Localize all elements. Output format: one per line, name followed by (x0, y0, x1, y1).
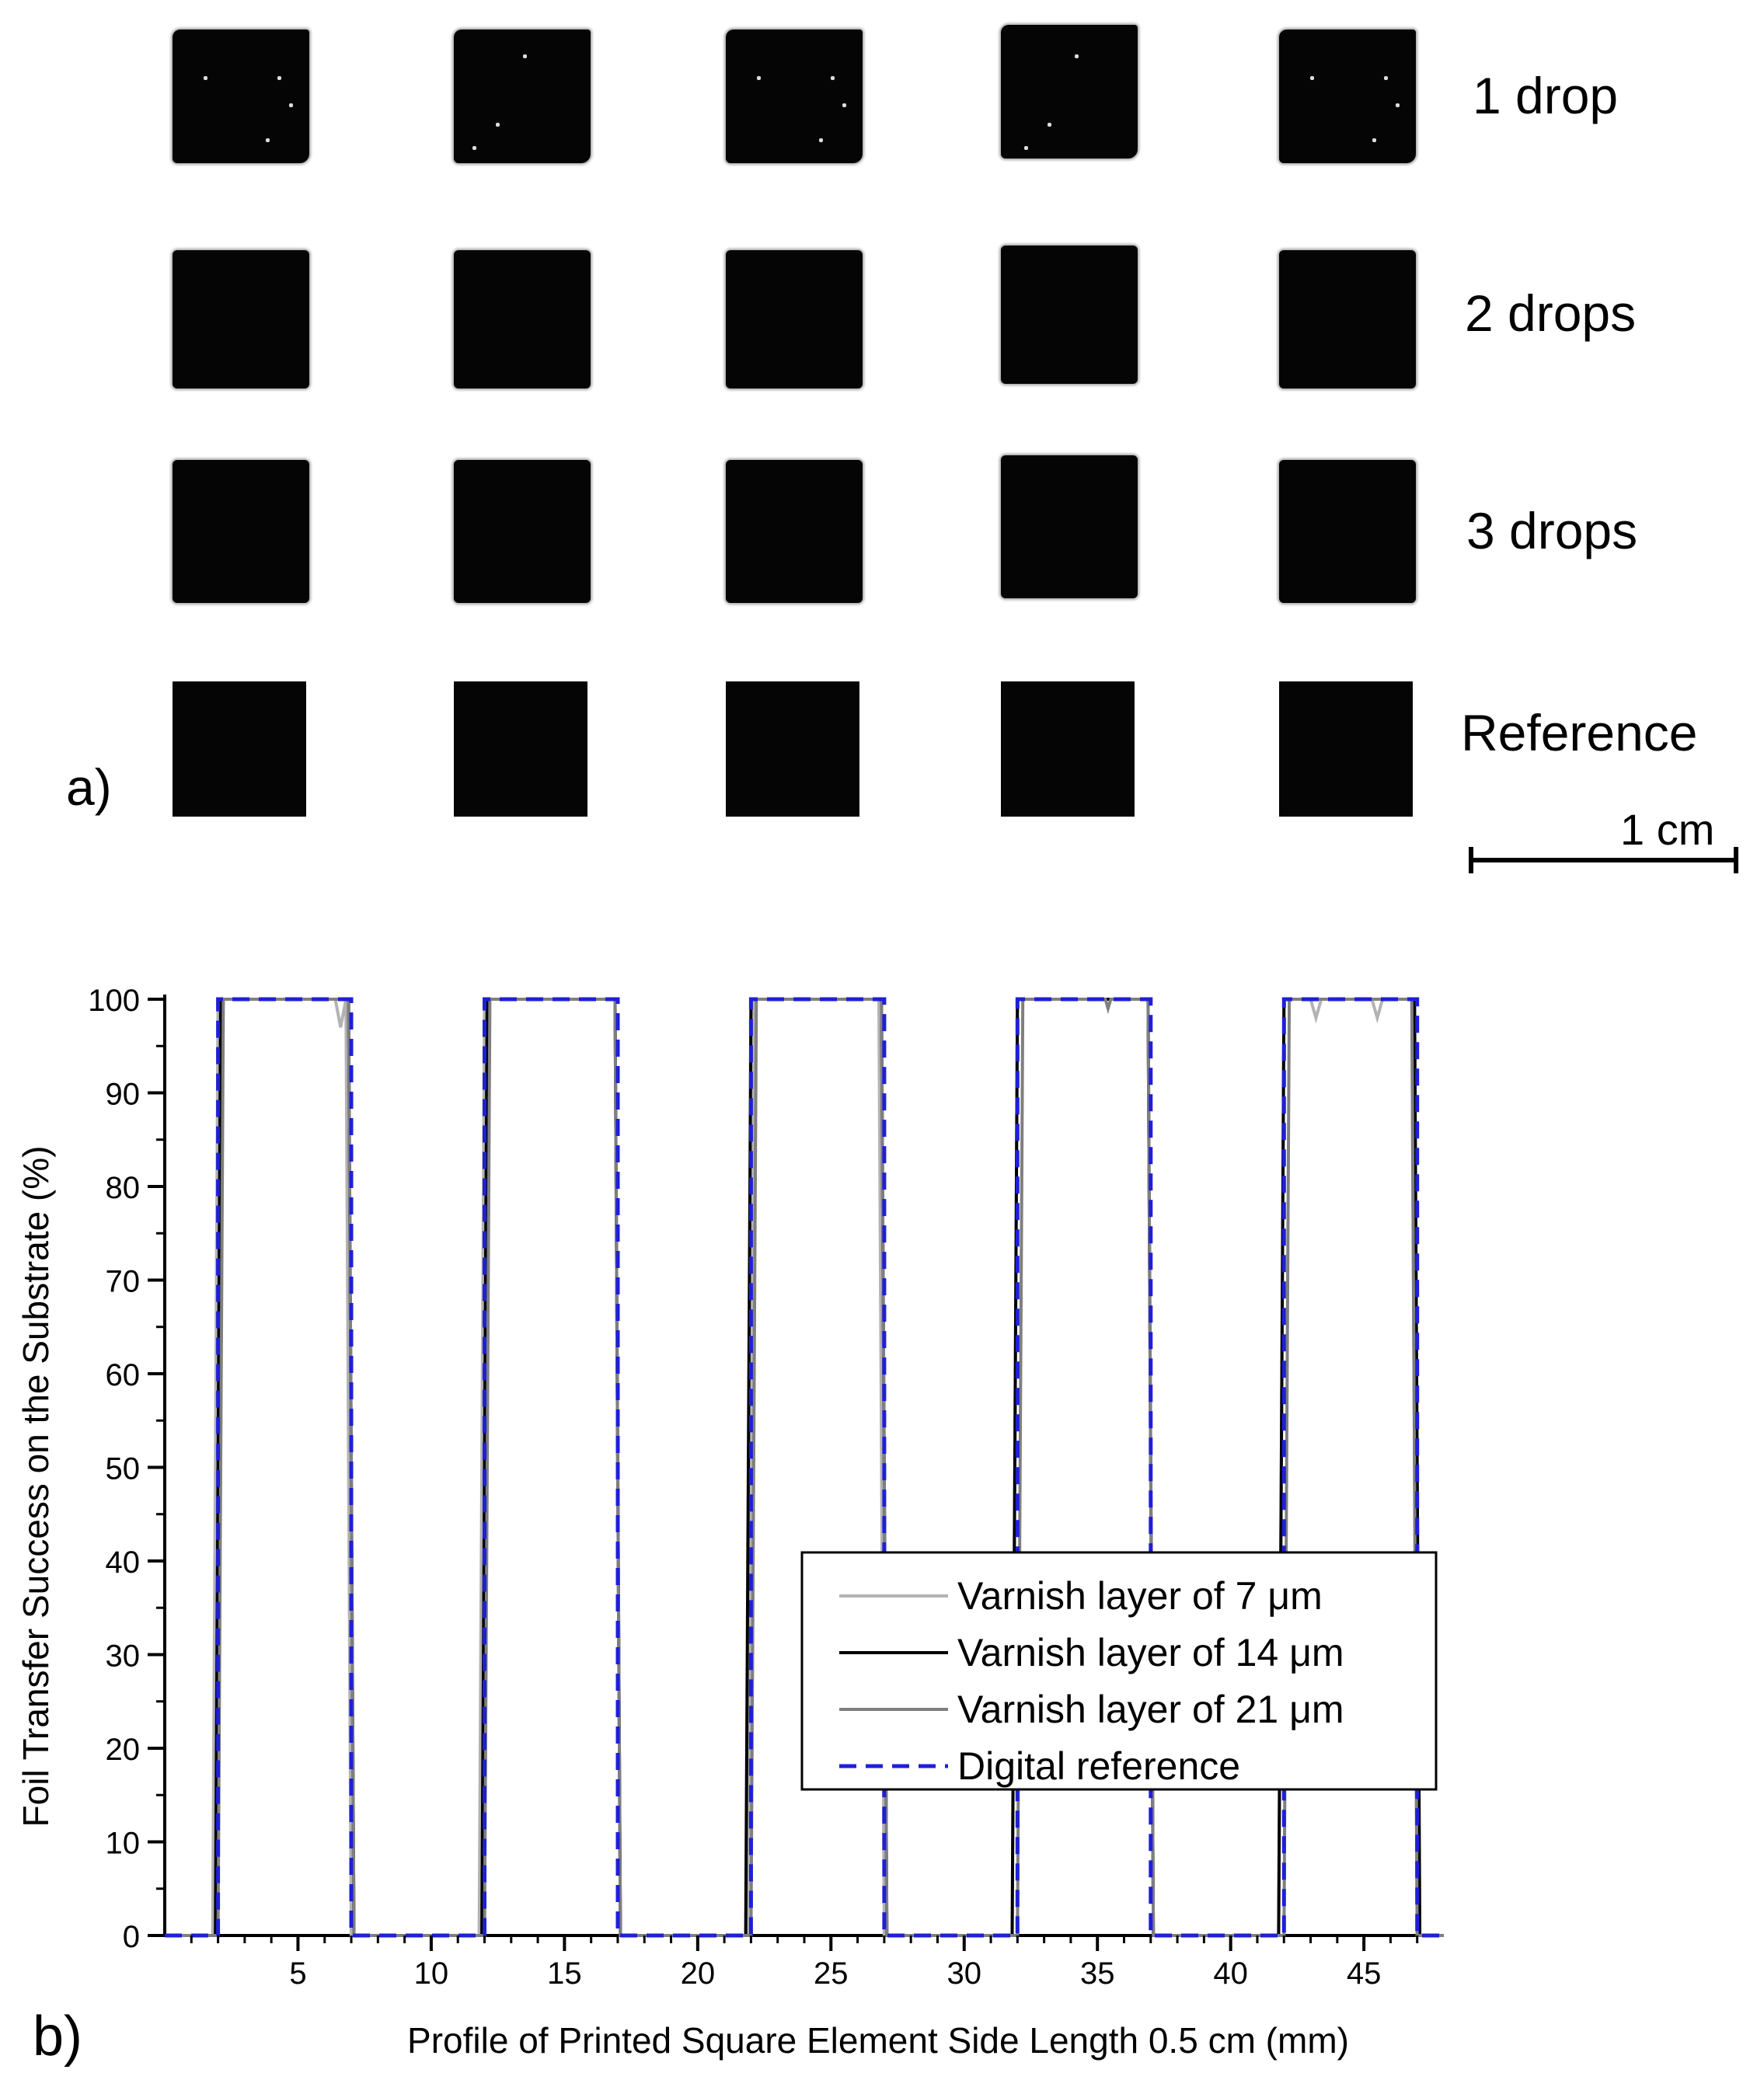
chart-lines (165, 997, 1444, 1938)
printed-square (1001, 246, 1138, 384)
print-defect (1396, 103, 1400, 107)
printed-square (726, 30, 863, 163)
x-tick-label: 15 (547, 1956, 582, 1991)
print-defect (289, 103, 293, 107)
series-line-1 (165, 998, 1444, 1937)
legend-label: Digital reference (957, 1744, 1240, 1788)
printed-square (173, 460, 309, 603)
y-axis-label: Foil Transfer Success on the Substrate (… (16, 1146, 56, 1827)
x-tick-label: 45 (1347, 1956, 1382, 1991)
x-tick-label: 35 (1080, 1956, 1115, 1991)
legend-box (800, 1551, 1438, 1791)
print-defect (496, 123, 500, 127)
y-tick-label: 80 (106, 1171, 141, 1205)
y-tick-label: 50 (106, 1452, 141, 1486)
print-defect (523, 54, 527, 58)
panel-a-letter: a) (66, 758, 112, 816)
y-tick-label: 90 (106, 1078, 141, 1112)
x-tick-label: 10 (414, 1956, 449, 1991)
row-label-1-drop: 1 drop (1473, 67, 1619, 124)
y-tick-label: 40 (106, 1545, 141, 1580)
series-line-2 (165, 998, 1444, 1937)
x-tick-label: 40 (1213, 1956, 1248, 1991)
printed-square (1001, 25, 1138, 159)
print-defect (1024, 146, 1028, 150)
printed-square (173, 250, 309, 388)
legend-label: Varnish layer of 7 μm (957, 1574, 1323, 1618)
row-label-2-drops: 2 drops (1465, 284, 1637, 342)
panel-b-letter: b) (33, 2005, 83, 2068)
x-tick-label: 20 (681, 1956, 716, 1991)
printed-square (1279, 250, 1416, 388)
x-axis-label: Profile of Printed Square Element Side L… (407, 2020, 1349, 2061)
row-label-reference: Reference (1461, 704, 1698, 761)
printed-square (726, 681, 859, 817)
y-tick-label: 100 (88, 984, 140, 1018)
print-defect (277, 76, 281, 80)
y-tick-label: 20 (106, 1733, 141, 1767)
legend-label: Varnish layer of 21 μm (957, 1688, 1344, 1731)
printed-squares-panel: 1 drop 2 drops 3 drops Reference a) 1 cm (0, 0, 1764, 901)
series-line-3 (165, 998, 1444, 1937)
printed-square (454, 250, 591, 388)
printed-square (1001, 455, 1138, 598)
printed-square (1279, 30, 1416, 163)
printed-square (1279, 460, 1416, 603)
chart-ticks: 0 10 20 30 40 50 60 70 80 90 100 5 10 15 20 25 30 35 40 45 (88, 984, 1419, 1991)
scale-bar (1469, 847, 1738, 873)
y-tick-label: 0 (123, 1920, 140, 1954)
printed-square (173, 681, 306, 817)
print-defect (1384, 76, 1388, 80)
printed-square (1279, 681, 1413, 817)
x-tick-label: 25 (814, 1956, 849, 1991)
print-defect (1048, 123, 1051, 127)
printed-square (726, 250, 863, 388)
print-defect (472, 146, 476, 150)
print-defect (842, 103, 846, 107)
print-defect (1075, 54, 1079, 58)
printed-square (454, 30, 591, 163)
print-defect (757, 76, 761, 80)
y-tick-label: 10 (106, 1827, 141, 1861)
chart-legend: Varnish layer of 7 μm Varnish layer of 14… (800, 1551, 1438, 1791)
scale-bar-label: 1 cm (1620, 805, 1715, 854)
y-tick-label: 30 (106, 1639, 141, 1674)
printed-square (173, 30, 309, 163)
series-line-4 (165, 997, 1444, 1938)
y-tick-label: 70 (106, 1265, 141, 1299)
chart-axes (163, 995, 1444, 1937)
print-defect (831, 76, 835, 80)
print-defect (204, 76, 207, 80)
print-defect (1372, 138, 1376, 142)
print-defect (819, 138, 823, 142)
x-tick-label: 5 (289, 1956, 306, 1991)
row-label-3-drops: 3 drops (1466, 502, 1638, 559)
print-defect (1310, 76, 1314, 80)
printed-square (454, 681, 587, 817)
print-defect (266, 138, 270, 142)
legend-label: Varnish layer of 14 μm (957, 1631, 1344, 1674)
printed-square (1001, 681, 1135, 817)
y-tick-label: 60 (106, 1358, 141, 1392)
printed-square (454, 460, 591, 603)
x-tick-label: 30 (947, 1956, 982, 1991)
printed-square (726, 460, 863, 603)
